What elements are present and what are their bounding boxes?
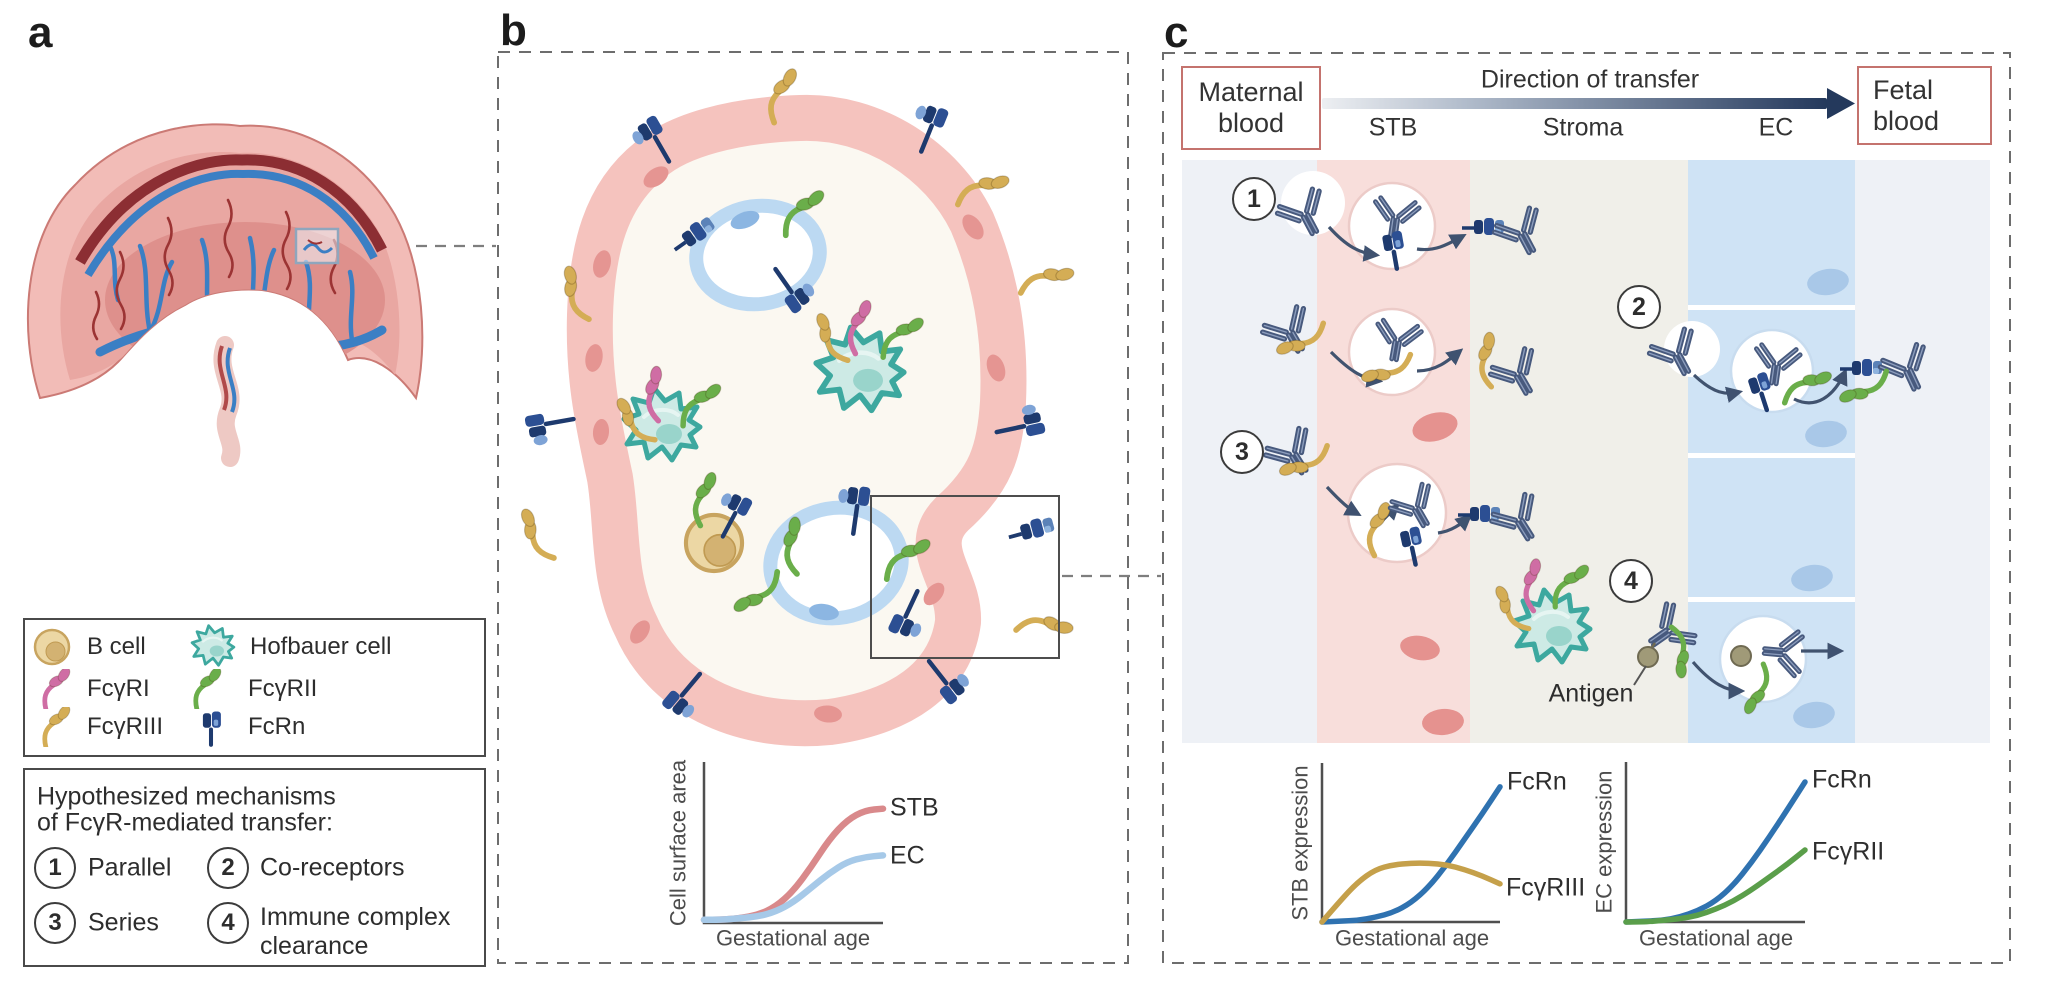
hofbauer-cell-icon: [190, 624, 236, 667]
chart-b-xlabel: Gestational age: [715, 925, 871, 951]
mechanism-1-badge: 1: [34, 847, 76, 889]
panel-b-label: b: [500, 6, 527, 55]
step-2-badge: 2: [1617, 285, 1661, 329]
placenta-illustration: [26, 123, 424, 467]
chart-c2-xlabel: Gestational age: [1638, 925, 1794, 951]
stb-vesicle: [1346, 462, 1448, 564]
chart-b-series-ec-label: EC: [890, 841, 925, 870]
panel-a-label: a: [28, 8, 53, 57]
chart-c1-axes: [1320, 763, 1500, 924]
direction-arrow: [1322, 88, 1855, 119]
chart-b-ylabel: Cell surface area: [665, 759, 691, 927]
panel-c-border: [1162, 52, 2011, 964]
zoom-marker-box: [294, 227, 340, 265]
fetal-blood-band: [1855, 160, 1990, 743]
chart-b-series-stb-label: STB: [890, 793, 939, 822]
legend-label-fcgrii: FcγRII: [248, 675, 318, 703]
mechanism-1-label: Parallel: [88, 853, 172, 882]
fcgrii-receptor-icon: [183, 669, 223, 709]
fcgriii-receptor-icon: [1020, 251, 1080, 313]
chart-c1-series-fcgriii-label: FcγRIII: [1506, 873, 1586, 902]
fetal-blood-box: Fetal blood: [1857, 66, 1992, 145]
maternal-blood-line1: Maternal: [1198, 77, 1304, 107]
chart-c2-series-fcgrii-label: FcγRII: [1812, 837, 1885, 866]
umbilical-cord: [213, 336, 241, 467]
panel-c-label: c: [1164, 8, 1189, 57]
step-3-number: 3: [1235, 437, 1249, 466]
ec-vesicle: [1718, 614, 1808, 704]
legend-box: [23, 618, 486, 757]
mechanism-4-label: Immune complex clearance: [260, 903, 451, 960]
fcgriii-receptor-icon: [32, 707, 72, 747]
inset-highlight-box: [870, 495, 1060, 659]
series-curve-FcRn: [1319, 784, 1503, 925]
transfer-diagram: [1182, 88, 1990, 743]
column-label-ec: EC: [1758, 113, 1794, 142]
fcgri-receptor-icon: [32, 669, 72, 709]
mechanisms-title-line2: of FcγR-mediated transfer:: [37, 808, 333, 837]
villus-cross-section: [507, 65, 1080, 747]
mechanism-3-label: Series: [88, 908, 159, 937]
mechanism-4-badge: 4: [207, 902, 249, 944]
mechanism-2-badge: 2: [207, 847, 249, 889]
chart-c1-series-fcrn-label: FcRn: [1507, 767, 1567, 796]
mechanism-2-number: 2: [221, 854, 235, 881]
step-1-number: 1: [1247, 184, 1261, 213]
mechanism-4-number: 4: [221, 909, 235, 936]
legend-label-b-cell: B cell: [87, 633, 146, 661]
ec-nuclei: [1791, 268, 1849, 729]
fcrn-receptor-icon: [191, 707, 231, 747]
fcrn-igg-complex-icon: [1004, 512, 1058, 547]
chart-c1-ylabel: STB expression: [1287, 765, 1313, 921]
antigen-icon: [1730, 645, 1752, 667]
mechanism-1-number: 1: [48, 854, 62, 881]
fetal-blood-line1: Fetal: [1873, 74, 1934, 105]
antigen-icon: [1637, 646, 1659, 668]
antigen-label-pointer: [1633, 665, 1647, 686]
mechanism-2-label: Co-receptors: [260, 853, 405, 882]
endosome-vesicle: [689, 198, 827, 312]
b-cell-icon: [686, 515, 742, 571]
fcgriii-receptor-icon: [507, 504, 570, 560]
chart-b-curves: [700, 805, 887, 924]
panel-b-border: [497, 51, 1129, 964]
legend-label-fcgriii: FcγRIII: [87, 713, 163, 741]
series-curve-FcγRIII: [1319, 860, 1503, 925]
mechanisms-title-line1: Hypothesized mechanisms: [37, 782, 336, 811]
legend-label-fcrn: FcRn: [248, 713, 306, 741]
step-1-badge: 1: [1232, 177, 1276, 221]
antigen-label: Antigen: [1548, 679, 1634, 708]
fcgriii-receptor-icon: [1015, 602, 1078, 658]
chart-c1-xlabel: Gestational age: [1334, 925, 1490, 951]
fetal-blood-line2: blood: [1873, 105, 1940, 136]
chart-c1-curves: [1319, 784, 1503, 925]
column-label-stroma: Stroma: [1542, 113, 1624, 142]
step-3-badge: 3: [1220, 430, 1264, 474]
maternal-blood-line2: blood: [1217, 108, 1285, 138]
chart-c2-ylabel: EC expression: [1591, 770, 1617, 914]
chart-c2-series-fcrn-label: FcRn: [1812, 765, 1872, 794]
direction-of-transfer-label: Direction of transfer: [1480, 65, 1700, 94]
column-label-stb: STB: [1368, 113, 1418, 142]
step-4-badge: 4: [1609, 559, 1653, 603]
series-curve-EC: [700, 852, 887, 924]
series-curve-FcRn: [1623, 779, 1808, 925]
step-4-number: 4: [1624, 566, 1638, 595]
fcrn-receptor-icon: [524, 408, 577, 447]
mechanism-3-badge: 3: [34, 902, 76, 944]
legend-label-fcgri: FcγRI: [87, 675, 150, 703]
maternal-blood-box: Maternal blood: [1181, 66, 1321, 150]
legend-label-hofbauer: Hofbauer cell: [250, 633, 392, 661]
chart-axes: [702, 762, 1805, 925]
transfer-arrows: [1325, 225, 1848, 700]
chart-c2-curves: [1623, 779, 1808, 925]
mechanisms-box: [23, 768, 486, 967]
stb-membrane-nuclei: [585, 166, 1006, 723]
series-curve-FcγRII: [1623, 847, 1808, 925]
stb-band-nuclei: [1400, 412, 1464, 736]
mechanism-3-number: 3: [48, 909, 62, 936]
b-cell-icon: [33, 628, 71, 666]
step-2-number: 2: [1632, 292, 1646, 321]
